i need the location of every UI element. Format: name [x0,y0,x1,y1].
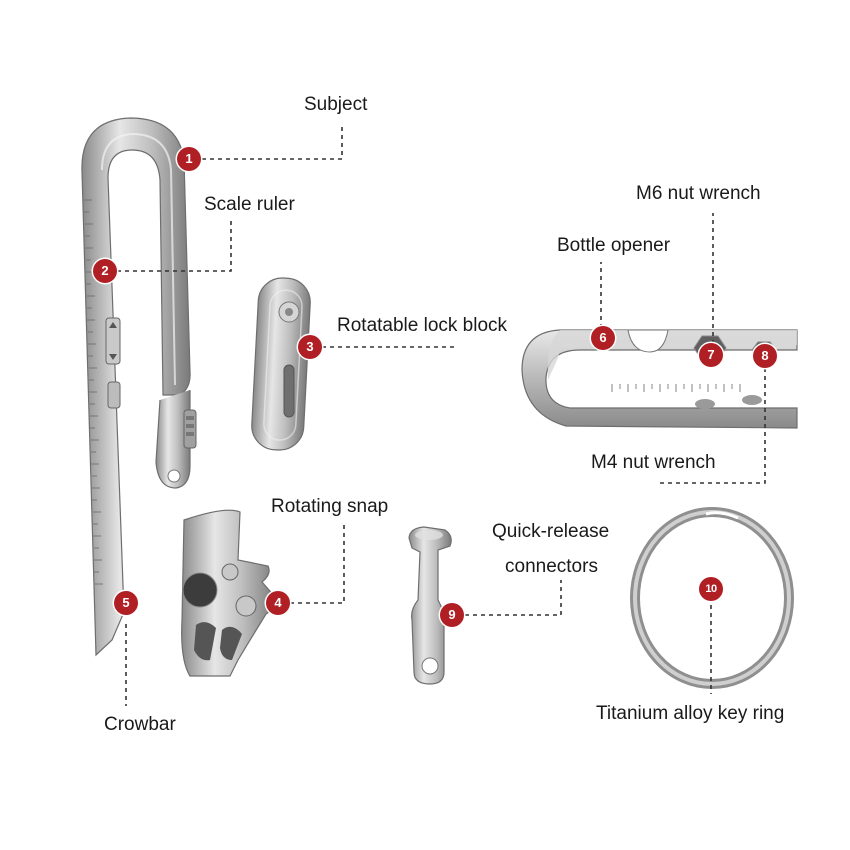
marker-8: 8 [753,344,777,368]
marker-10: 10 [699,577,723,601]
rotatable-lock-block [251,277,311,451]
label-m4-nut-wrench: M4 nut wrench [591,452,716,473]
label-rotating-snap: Rotating snap [271,496,389,517]
marker-1: 1 [177,147,201,171]
marker-5: 5 [114,591,138,615]
leader-line-2 [117,218,232,272]
marker-2: 2 [93,259,117,283]
wrench-detail [521,329,798,429]
marker-3: 3 [298,335,322,359]
label-rotatable-lock-block: Rotatable lock block [337,315,508,336]
marker-6: 6 [591,326,615,350]
key-ring [630,507,794,689]
marker-4: 4 [266,591,290,615]
leader-line-9 [465,580,562,616]
leader-line-8 [660,368,766,484]
label-scale-ruler: Scale ruler [204,194,295,215]
label-m6-nut-wrench: M6 nut wrench [636,183,761,204]
label-bottle-opener: Bottle opener [557,235,671,256]
quick-release-connector [408,526,452,685]
marker-7: 7 [699,343,723,367]
label-quick-release-line2: connectors [505,556,598,577]
marker-9: 9 [440,603,464,627]
label-key-ring: Titanium alloy key ring [596,703,785,724]
main-clip [81,117,197,657]
leader-line-4 [290,522,345,604]
leader-line-1 [202,125,343,160]
label-quick-release-line1: Quick-release [492,521,610,542]
label-subject: Subject [304,94,368,115]
label-crowbar: Crowbar [104,714,176,735]
leader-lines [117,125,766,706]
rotating-snap [181,509,277,677]
